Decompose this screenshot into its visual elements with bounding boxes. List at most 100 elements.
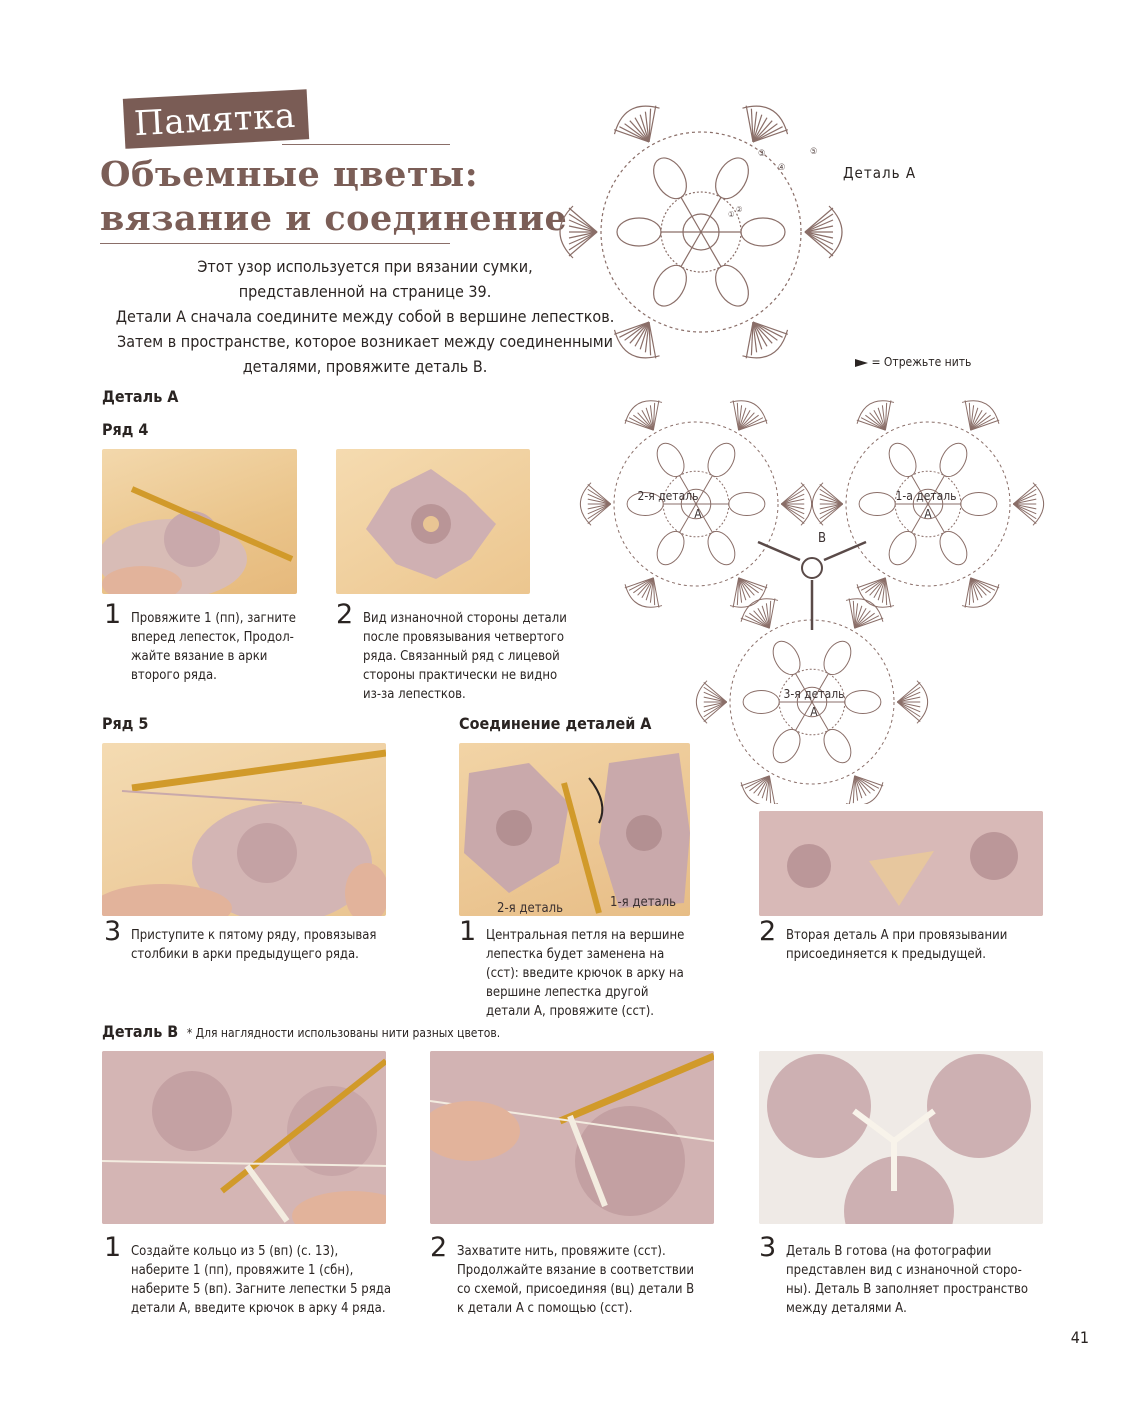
detail-b-note: * Для наглядности использованы нити разн…	[186, 1026, 501, 1040]
step-line: детали А, провяжите (сст).	[486, 1004, 655, 1019]
cut-thread-icon	[855, 358, 868, 367]
step-number: 3	[104, 916, 122, 947]
detail-b-connector	[757, 540, 867, 630]
step-join-1: 1 Центральная петля на вершине лепестка …	[459, 918, 709, 1026]
step-line: из-за лепестков.	[363, 687, 466, 702]
step-line: стороны практически не видно	[363, 668, 558, 683]
step-line: после провязывания четвертого	[363, 630, 564, 645]
page-title-line1: Объемные цветы:	[100, 154, 479, 195]
step-line: детали А, введите крючок в арку 4 ряда.	[131, 1301, 386, 1316]
legend: = Отрежьте нить	[855, 355, 971, 369]
round-number: ①	[728, 210, 734, 219]
joined-label: 1-а деталь	[895, 489, 956, 503]
intro-text: Этот узор используется при вязании сумки…	[100, 254, 630, 379]
step-b-1: 1 Создайте кольцо из 5 (вп) (с. 13), наб…	[104, 1234, 414, 1322]
step-line: наберите 1 (пп), провяжите 1 (сбн),	[131, 1263, 354, 1278]
memo-badge: Памятка	[122, 89, 309, 149]
intro-line: деталями, провяжите деталь В.	[242, 357, 488, 376]
step-line: Приступите к пятому ряду, провязывая	[131, 928, 377, 943]
section-joining: Соединение деталей А	[459, 714, 652, 733]
photo-label-second: 2-я деталь	[497, 901, 564, 916]
intro-line: Затем в пространстве, которое возникает …	[117, 332, 613, 351]
page-title-line2: вязание и соединение	[100, 198, 568, 239]
intro-line: Детали А сначала соедините между собой в…	[115, 307, 615, 326]
step-line: Центральная петля на вершине	[486, 928, 685, 943]
header-rule	[282, 144, 450, 145]
step-number: 1	[459, 916, 477, 947]
title-rule	[100, 243, 450, 244]
photo-illustration	[464, 753, 690, 914]
step-line: (сст): введите крючок в арку на	[486, 966, 684, 981]
step-line: столбики в арки предыдущего ряда.	[131, 947, 359, 962]
section-detail-b-row: Деталь В * Для наглядности использованы …	[102, 1022, 500, 1041]
step-line: вперед лепесток, Продол-	[131, 630, 294, 645]
photo-label-first: 1-я деталь	[610, 895, 677, 910]
step-number: 1	[104, 599, 122, 630]
intro-line: Этот узор используется при вязании сумки…	[197, 257, 533, 276]
step-line: со схемой, присоединяя (вц) детали В	[457, 1282, 695, 1297]
step-number: 2	[430, 1232, 448, 1263]
joined-diagram: 2-я деталь А 1-а деталь А 3-я деталь А B	[579, 400, 1045, 804]
step-line: жайте вязание в арки	[131, 649, 268, 664]
step-line: к детали А с помощью (сст).	[457, 1301, 633, 1316]
step-line: Провяжите 1 (пп), загните	[131, 611, 296, 626]
step-line: между деталями А.	[786, 1301, 907, 1316]
section-detail-b: Деталь В	[102, 1022, 179, 1041]
detail-a-diagram: ③ ④ ⑤ ① ②	[559, 105, 843, 359]
legend-text: = Отрежьте нить	[871, 355, 972, 369]
photo-illustration	[430, 1051, 714, 1224]
joined-label: А	[924, 507, 932, 521]
step-b-2: 2 Захватите нить, провяжите (сст). Продо…	[430, 1234, 730, 1322]
detail-b-ring	[801, 557, 823, 579]
joined-label: А	[694, 507, 702, 521]
step-number: 3	[759, 1232, 777, 1263]
photo-row4-step2	[336, 449, 530, 594]
diagram-label-detail-a: Деталь А	[843, 164, 917, 182]
step-line: Продолжайте вязание в соответствии	[457, 1263, 694, 1278]
step-line: присоединяется к предыдущей.	[786, 947, 986, 962]
step-line: ны). Деталь В заполняет пространство	[786, 1282, 1029, 1297]
step-line: лепестка будет заменена на	[486, 947, 665, 962]
round-number: ④	[778, 163, 785, 173]
section-row5: Ряд 5	[102, 714, 149, 733]
photo-illustration	[366, 469, 496, 579]
photo-join-step1: 2-я деталь 1-я деталь	[459, 743, 690, 916]
step-number: 2	[336, 599, 354, 630]
photo-join-step2	[759, 811, 1043, 916]
section-detail-a: Деталь А	[102, 387, 179, 406]
round-number: ②	[736, 205, 742, 214]
step-line: Деталь В готова (на фотографии	[786, 1244, 992, 1259]
step-line: Вторая деталь А при провязывании	[786, 928, 1008, 943]
photo-b-step1	[102, 1051, 386, 1224]
photo-illustration	[102, 486, 294, 594]
joined-label: А	[810, 705, 818, 719]
step-number: 2	[759, 916, 777, 947]
joined-label: 2-я деталь	[638, 489, 699, 503]
step-line: Захватите нить, провяжите (сст).	[457, 1244, 666, 1259]
step-line: вершине лепестка другой	[486, 985, 649, 1000]
step-line: Вид изнаночной стороны детали	[363, 611, 567, 626]
joined-label: 3-я деталь	[784, 687, 845, 701]
step-b-3: 3 Деталь В готова (на фотографии предста…	[759, 1234, 1059, 1322]
step-row4-2: 2 Вид изнаночной стороны детали после пр…	[336, 601, 596, 709]
photo-row5-step3	[102, 743, 386, 916]
step-line: Создайте кольцо из 5 (вп) (с. 13),	[131, 1244, 339, 1259]
photo-illustration	[102, 1051, 386, 1224]
round-number: ③	[758, 149, 765, 159]
step-row4-1: 1 Провяжите 1 (пп), загните вперед лепес…	[104, 601, 324, 689]
step-row5-3: 3 Приступите к пятому ряду, провязывая с…	[104, 918, 404, 970]
page-number: 41	[1070, 1328, 1089, 1347]
intro-line: представленной на странице 39.	[238, 282, 492, 301]
photo-row4-step1	[102, 449, 297, 594]
step-line: ряда. Связанный ряд с лицевой	[363, 649, 560, 664]
photo-illustration	[759, 811, 1043, 916]
round-number: ⑤	[810, 147, 817, 157]
joined-label: B	[818, 531, 826, 546]
step-line: второго ряда.	[131, 668, 217, 683]
section-row4: Ряд 4	[102, 420, 149, 439]
photo-illustration	[102, 749, 386, 916]
step-join-2: 2 Вторая деталь А при провязывании присо…	[759, 918, 1049, 970]
photo-illustration	[759, 1051, 1043, 1224]
photo-b-step2	[430, 1051, 714, 1224]
photo-b-step3	[759, 1051, 1043, 1224]
